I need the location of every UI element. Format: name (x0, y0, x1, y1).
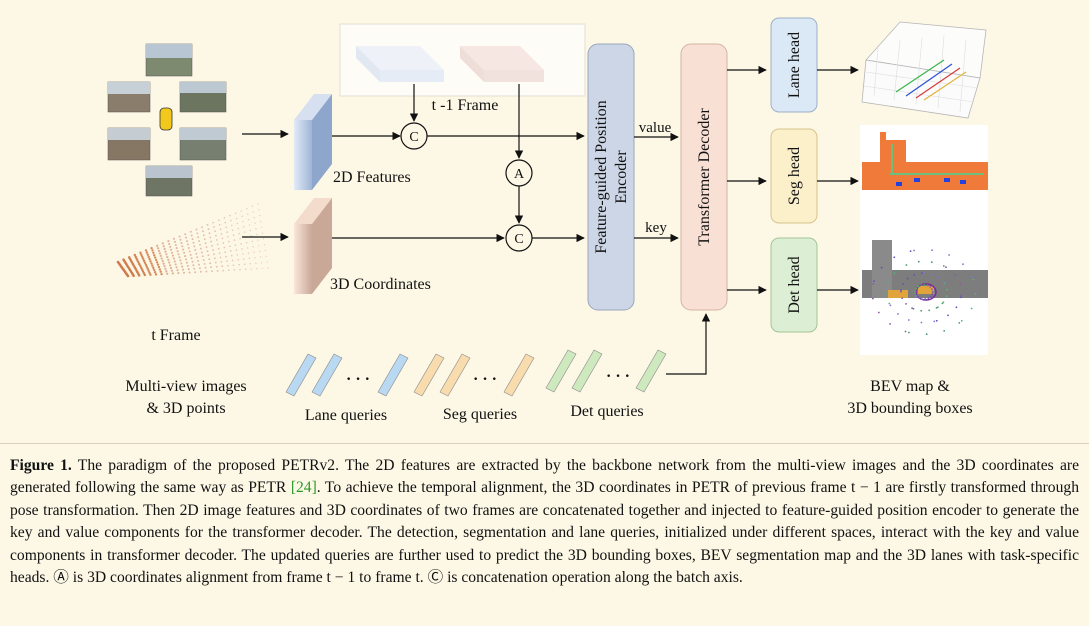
lane-query-3 (377, 353, 409, 397)
key-label: key (645, 220, 667, 236)
lane-queries-ellipsis: · · · (346, 371, 370, 388)
decoder-label: Transformer Decoder (696, 108, 713, 246)
det-query-2 (571, 349, 603, 393)
det-queries-ellipsis: · · · (606, 368, 630, 385)
caption-fig-label: Figure 1. (10, 457, 72, 474)
prev-2d-features (356, 46, 444, 70)
lane-head-label: Lane head (786, 32, 803, 98)
2d-features-label: 2D Features (333, 169, 411, 186)
encoder-label-line2: Encoder (613, 150, 630, 204)
caption-text-part2: . To achieve the temporal alignment, the… (10, 479, 1079, 587)
separator (0, 443, 1089, 444)
arrow-queries-to-decoder (666, 313, 711, 375)
det-query-3 (635, 349, 667, 393)
figure-caption: Figure 1. The paradigm of the proposed P… (10, 455, 1079, 589)
inputs-label-line1: Multi-view images (125, 378, 246, 395)
det-output-bev-boxes (860, 233, 988, 355)
lane-query-2 (311, 353, 343, 397)
align-symbol: A (514, 167, 525, 182)
petrv2-diagram: t -1 Frame 2D Features 3D Coordinates t … (107, 17, 988, 424)
lane-queries-label: Lane queries (305, 407, 387, 424)
det-query-1 (545, 349, 577, 393)
seg-head-label: Seg head (786, 147, 803, 205)
position-encoder-block (587, 43, 635, 311)
transformer-decoder-block (680, 43, 728, 311)
concat-symbol-bottom: C (514, 232, 523, 247)
det-head-label: Det head (786, 256, 803, 313)
caption-citation-link[interactable]: [24] (290, 479, 317, 497)
lane-head-block (770, 17, 818, 113)
output-label-line2: 3D bounding boxes (847, 400, 972, 417)
3d-points (116, 203, 269, 278)
seg-head-block (770, 128, 818, 224)
seg-output-bev-map (860, 125, 988, 238)
prev-frame-label: t -1 Frame (432, 97, 499, 114)
3d-coordinates-label: 3D Coordinates (330, 276, 431, 293)
caption-text-part1: The paradigm of the proposed PETRv2. The… (10, 457, 1080, 497)
multi-view-images (107, 43, 227, 197)
inputs-label-line2: & 3D points (146, 400, 225, 417)
seg-query-2 (439, 353, 471, 397)
seg-query-1 (413, 353, 445, 397)
det-head-block (770, 237, 818, 333)
seg-queries-ellipsis: · · · (473, 371, 497, 388)
seg-query-3 (503, 353, 535, 397)
encoder-label-line1: Feature-guided Position (593, 100, 610, 253)
lane-query-1 (285, 353, 317, 397)
seg-queries-label: Seg queries (443, 406, 517, 423)
2d-features-block (294, 120, 312, 190)
lane-output-3d-plot (861, 21, 987, 119)
prev-3d-coords (460, 46, 544, 70)
t-frame-label: t Frame (151, 327, 200, 344)
query-groups (285, 349, 667, 397)
concat-symbol-top: C (409, 130, 418, 145)
output-label-line1: BEV map & (870, 378, 950, 395)
value-label: value (639, 120, 672, 136)
3d-coordinates-block (294, 224, 312, 294)
det-queries-label: Det queries (570, 403, 643, 420)
